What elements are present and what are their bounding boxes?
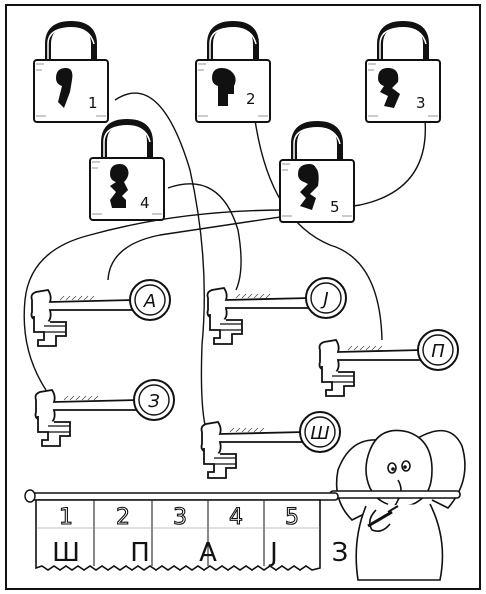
answer-letter: З [332, 538, 349, 568]
banner-number: 2 [116, 505, 130, 530]
banner-number: 3 [173, 505, 187, 530]
string-lock2 [254, 119, 383, 341]
key-a[interactable]: А [30, 279, 171, 347]
key-letter: А [143, 291, 156, 312]
banner-cloth [35, 499, 321, 571]
key-letter: Ј [320, 289, 328, 310]
answer-letter: А [199, 538, 217, 568]
banner-number: 1 [59, 505, 73, 530]
key-letter: Ш [310, 423, 329, 444]
lock-number: 2 [246, 90, 256, 108]
key-sha[interactable]: Ш [200, 411, 341, 479]
key-je[interactable]: Ј [206, 277, 347, 345]
keyhole-icon [298, 164, 319, 210]
banner-pole [27, 492, 339, 501]
keyhole-icon [378, 68, 400, 108]
string-lock1 [114, 92, 206, 426]
answer-letter: П [130, 538, 150, 568]
lock-number: 3 [416, 94, 426, 112]
string-lock5 [23, 209, 289, 391]
lock-number: 4 [140, 194, 150, 212]
lock-number: 5 [330, 198, 340, 216]
banner-number: 5 [285, 505, 299, 530]
key-pe[interactable]: П [318, 329, 459, 397]
lock-number: 1 [88, 94, 98, 112]
keyhole-icon [110, 164, 129, 208]
elephant-icon [329, 429, 466, 581]
answer-letter: Ј [268, 538, 278, 568]
key-ze[interactable]: З [34, 379, 175, 447]
lock-3[interactable]: 3 [366, 24, 440, 122]
answer-letter: Ш [52, 538, 80, 568]
lock-2[interactable]: 2 [196, 24, 270, 122]
banner-number: 4 [229, 505, 243, 530]
answer-banner: 1 2 3 4 5 Ш П А Ј З [24, 489, 349, 571]
keyhole-icon [212, 68, 236, 106]
keyhole-icon [56, 68, 73, 108]
key-letter: З [148, 391, 160, 412]
string-lock4 [167, 183, 242, 291]
lock-4[interactable]: 4 [90, 122, 164, 220]
lock-1[interactable]: 1 [34, 24, 108, 122]
key-letter: П [431, 341, 445, 362]
lock-5[interactable]: 5 [280, 124, 354, 222]
